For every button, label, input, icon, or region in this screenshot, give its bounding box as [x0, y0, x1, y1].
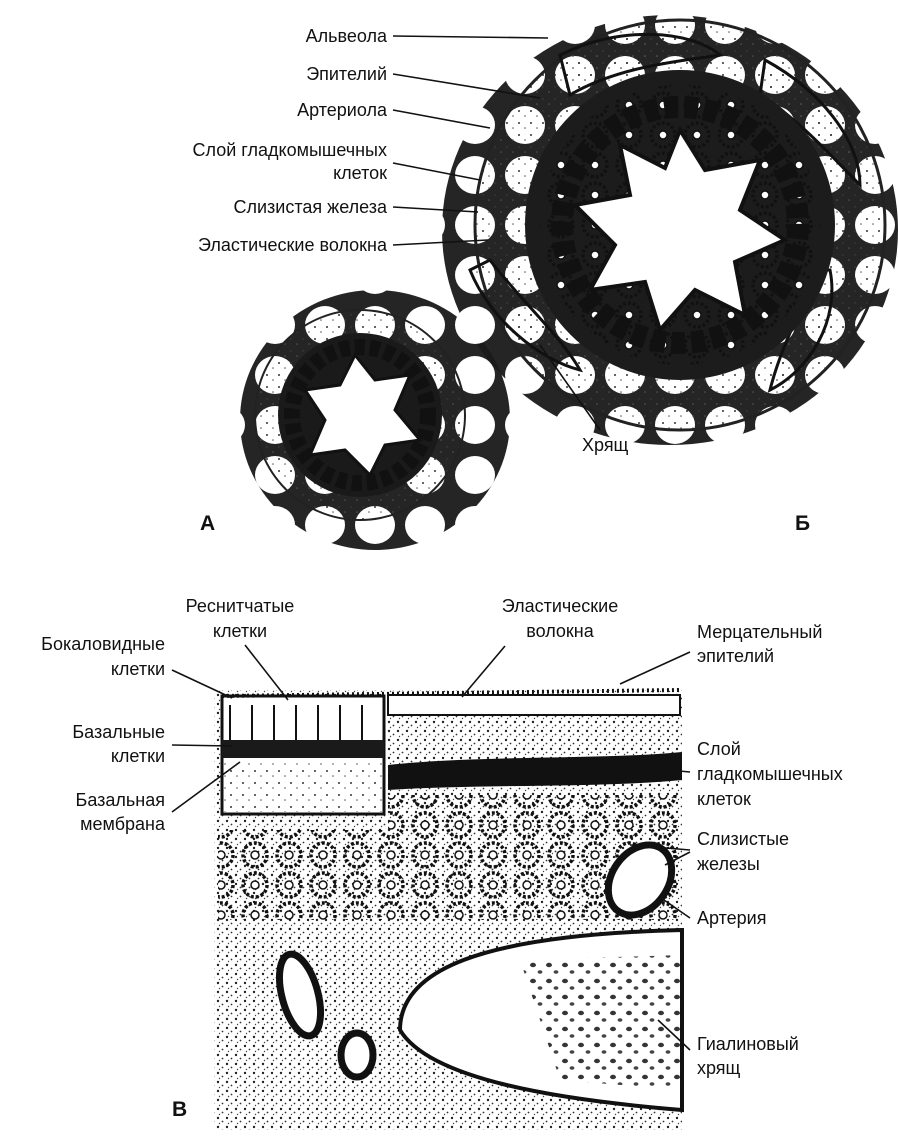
label-basal-membrane-line2: мембрана — [80, 814, 166, 834]
label-goblet-line2: клетки — [111, 659, 165, 679]
bronchus-large — [470, 20, 885, 430]
label-goblet-line1: Бокаловидные — [41, 634, 165, 654]
label-basal-cells-line1: Базальные — [72, 722, 165, 742]
panel-c-illustration — [214, 690, 685, 1130]
label-ciliated-epithelium-line1: Мерцательный — [697, 622, 822, 642]
label-mucous-glands-line1: Слизистые — [697, 829, 789, 849]
panel-label-b: Б — [795, 512, 810, 535]
label-arteriole: Артериола — [297, 100, 388, 120]
label-hyaline-line2: хрящ — [697, 1058, 741, 1078]
label-ciliated-cells-line2: клетки — [213, 621, 267, 641]
label-smooth-muscle-line2: гладкомышечных — [697, 764, 843, 784]
label-smooth-muscle-line1: Слой — [697, 739, 741, 759]
label-ciliated-cells-line1: Реснитчатые — [186, 596, 295, 616]
label-basal-membrane-line1: Базальная — [76, 790, 165, 810]
label-epithelium: Эпителий — [306, 64, 387, 84]
label-hyaline-line1: Гиалиновый — [697, 1034, 799, 1054]
label-cartilage: Хрящ — [582, 435, 629, 455]
label-mucous-glands-line2: железы — [697, 854, 760, 874]
label-smooth-muscle-line2: клеток — [333, 163, 387, 183]
panel-label-a: А — [200, 512, 215, 535]
label-alveola: Альвеола — [306, 26, 388, 46]
label-smooth-muscle-line3: клеток — [697, 789, 751, 809]
panel-ab-illustration — [240, 15, 898, 550]
label-artery: Артерия — [697, 908, 767, 928]
label-elastic-line1: Эластические — [502, 596, 618, 616]
label-elastic-line2: волокна — [526, 621, 595, 641]
label-mucous-gland: Слизистая железа — [233, 197, 387, 217]
label-basal-cells-line2: клетки — [111, 746, 165, 766]
label-ciliated-epithelium-line2: эпителий — [697, 646, 774, 666]
bronchiole-small — [255, 310, 465, 520]
panel-label-c: В — [172, 1098, 187, 1121]
label-elastic-fibers: Эластические волокна — [198, 235, 388, 255]
label-smooth-muscle-line1: Слой гладкомышечных — [193, 140, 387, 160]
